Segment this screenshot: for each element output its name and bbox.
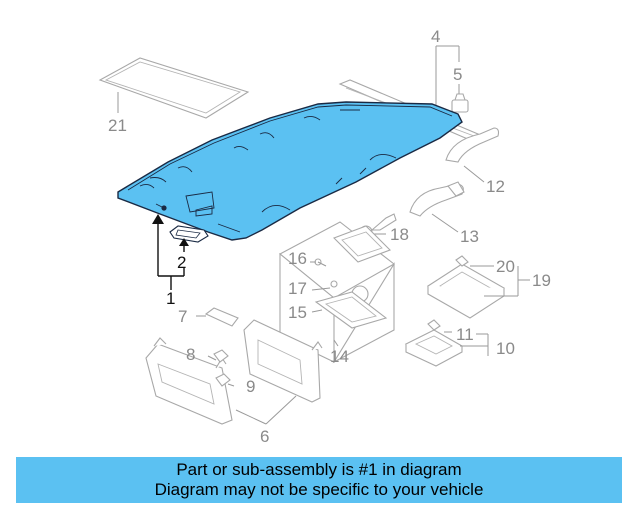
callout-9: 9: [246, 377, 255, 396]
parts-diagram: 1 2 4 5 6 7 8 9 10 11 12 13 14 15 16 17 …: [98, 27, 551, 446]
callout-8: 8: [186, 345, 195, 364]
callout-1: 1: [166, 289, 175, 308]
callout-12: 12: [486, 177, 505, 196]
callout-11: 11: [456, 325, 474, 344]
part-7-lamp: [196, 307, 239, 327]
callout-5: 5: [453, 65, 462, 84]
callout-16: 16: [288, 249, 307, 268]
callout-19: 19: [532, 271, 551, 290]
callout-leaders-1-2: [152, 214, 189, 290]
callout-10: 10: [496, 339, 515, 358]
part-21-panel: [98, 57, 250, 119]
callout-21: 21: [108, 116, 127, 135]
part-5-clip: [451, 84, 469, 113]
part-8-9-clips: [213, 349, 231, 387]
part-2-dome-light: [169, 225, 209, 243]
callout-4: 4: [431, 27, 440, 46]
callout-2: 2: [177, 253, 186, 272]
part-6-visor-left: [145, 337, 235, 425]
callout-20: 20: [496, 257, 515, 276]
callout-15: 15: [288, 303, 307, 322]
part-6-visor-right: [235, 319, 323, 425]
part-14-console-group: [279, 221, 395, 364]
callout-17: 17: [288, 279, 307, 298]
part-19-lamp: [426, 255, 530, 319]
headliner-part-1[interactable]: [117, 101, 463, 241]
callout-6: 6: [260, 427, 269, 446]
callout-7: 7: [178, 307, 187, 326]
callout-14: 14: [330, 347, 349, 366]
info-banner: Part or sub-assembly is #1 in diagram Di…: [16, 457, 622, 503]
part-10-lamp: [404, 319, 489, 367]
callout-labels: 1 2 4 5 6 7 8 9 10 11 12 13 14 15 16 17 …: [108, 27, 551, 446]
banner-part-note: Part or sub-assembly is #1 in diagram: [176, 460, 462, 479]
part-13-handle: [409, 181, 465, 233]
callout-13: 13: [460, 227, 479, 246]
callout-18: 18: [390, 225, 409, 244]
part-12-handle: [445, 127, 500, 183]
banner-disclaimer: Diagram may not be specific to your vehi…: [154, 480, 484, 499]
